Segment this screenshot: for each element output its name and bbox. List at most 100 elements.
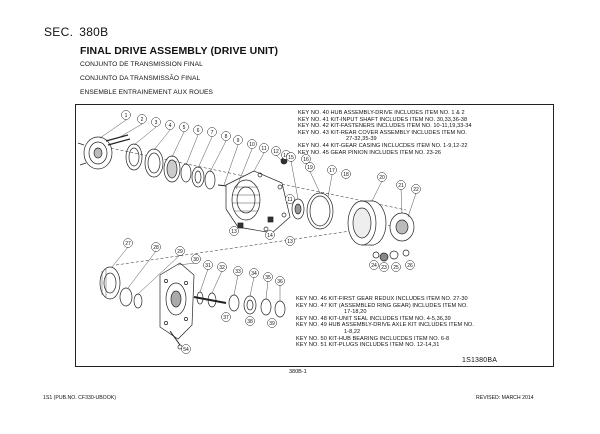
kit-line: KEY NO. 46 KIT-FIRST GEAR REDUX INCLUDES… bbox=[296, 296, 468, 302]
part-rear-cover bbox=[159, 262, 195, 340]
subtitle-spanish: CONJUNTO DE TRANSMISSION FINAL bbox=[80, 61, 203, 68]
callout-28: 28 bbox=[151, 242, 161, 252]
part-ring-gear bbox=[347, 200, 387, 246]
footer-revision-date: REVISED: MARCH 2014 bbox=[476, 395, 534, 401]
svg-text:20: 20 bbox=[379, 175, 385, 181]
callout-22: 22 bbox=[411, 184, 421, 194]
svg-text:28: 28 bbox=[153, 245, 159, 251]
svg-text:22: 22 bbox=[413, 187, 419, 193]
svg-text:13: 13 bbox=[231, 229, 237, 235]
svg-text:8: 8 bbox=[225, 134, 228, 140]
kit-line-continued: 17-18,20 bbox=[344, 309, 367, 316]
kit-line: KEY NO. 47 KIT (ASSEMBLED RING GEAR) INC… bbox=[296, 302, 468, 309]
svg-text:31: 31 bbox=[205, 263, 211, 269]
svg-text:11: 11 bbox=[287, 197, 292, 203]
svg-text:29: 29 bbox=[177, 249, 183, 255]
section-prefix: SEC. bbox=[44, 25, 74, 39]
svg-text:11: 11 bbox=[261, 146, 266, 152]
kit-line: KEY NO. 43 KIT-REAR COVER ASSEMBLY INCLU… bbox=[298, 129, 467, 136]
part-stud bbox=[105, 134, 131, 146]
callout-5: 5 bbox=[179, 122, 189, 132]
svg-text:19: 19 bbox=[307, 165, 313, 171]
callout-21: 21 bbox=[396, 180, 406, 190]
part-ring-gear-components bbox=[291, 192, 334, 230]
kit-line: KEY NO. 40 HUB ASSEMBLY-DRIVE INCLUDES I… bbox=[298, 110, 465, 116]
callout-36: 36 bbox=[275, 276, 285, 286]
kit-line-continued: 27-32,35-39 bbox=[346, 136, 377, 143]
callout-38: 38 bbox=[245, 316, 255, 326]
kit-line-continued: 1-8,22 bbox=[344, 328, 361, 335]
svg-text:13: 13 bbox=[287, 239, 293, 245]
callout-2: 2 bbox=[137, 114, 147, 124]
part-seals-and-bearings bbox=[125, 143, 216, 190]
svg-text:16: 16 bbox=[303, 157, 309, 163]
callout-15: 15 bbox=[286, 152, 296, 162]
svg-text:5: 5 bbox=[183, 125, 186, 131]
svg-text:3: 3 bbox=[155, 120, 158, 126]
callout-34: 34 bbox=[249, 268, 259, 278]
svg-text:36: 36 bbox=[277, 279, 283, 285]
callout-14-b: 14 bbox=[265, 230, 275, 240]
kit-line: KEY NO. 49 HUB ASSEMBLY-DRIVE AXLE KIT I… bbox=[296, 322, 474, 329]
callout-30: 30 bbox=[191, 254, 201, 264]
page-identifier: 380B-1 bbox=[289, 369, 307, 375]
svg-text:32: 32 bbox=[219, 265, 225, 271]
subtitle-portuguese: CONJUNTO DA TRANSMISSÃO FINAL bbox=[80, 75, 201, 82]
callout-11-b: 11 bbox=[285, 194, 295, 204]
kit-line: KEY NO. 44 KIT-GEAR CASING INCLUCDES ITE… bbox=[298, 142, 468, 149]
callout-32: 32 bbox=[217, 262, 227, 272]
callout-4: 4 bbox=[165, 120, 175, 130]
svg-text:18: 18 bbox=[343, 172, 349, 178]
svg-text:35: 35 bbox=[265, 275, 271, 281]
svg-text:4: 4 bbox=[169, 123, 172, 129]
callout-13-b: 13 bbox=[285, 236, 295, 246]
subtitle-french: ENSEMBLE ENTRAINEMENT AUX ROUES bbox=[80, 89, 214, 96]
kit-line: KEY NO. 41 KIT-INPUT SHAFT INCLUDES ITEM… bbox=[298, 116, 468, 123]
svg-text:24: 24 bbox=[371, 263, 377, 269]
svg-text:37: 37 bbox=[223, 315, 229, 321]
footer-publication: 1S1 (PUB.NO. CF330-UBOOK) bbox=[43, 395, 116, 401]
page-title: FINAL DRIVE ASSEMBLY (DRIVE UNIT) bbox=[80, 45, 279, 57]
svg-text:54: 54 bbox=[183, 347, 189, 353]
kit-list-top: KEY NO. 40 HUB ASSEMBLY-DRIVE INCLUDES I… bbox=[298, 110, 472, 156]
callout-3: 3 bbox=[151, 117, 161, 127]
kit-line: KEY NO. 51 KIT-PLUGS INCLUDES ITEM NO. 1… bbox=[296, 342, 440, 349]
callout-23: 23 bbox=[379, 262, 389, 272]
svg-text:38: 38 bbox=[247, 319, 253, 325]
svg-text:15: 15 bbox=[288, 155, 294, 161]
callout-17: 17 bbox=[327, 165, 337, 175]
callout-54: 54 bbox=[181, 344, 191, 354]
svg-text:33: 33 bbox=[235, 269, 241, 275]
callout-1: 1 bbox=[121, 110, 131, 120]
svg-text:26: 26 bbox=[407, 263, 413, 269]
svg-text:39: 39 bbox=[269, 321, 275, 327]
section-number: 380B bbox=[79, 25, 109, 39]
svg-text:9: 9 bbox=[237, 138, 240, 144]
callout-6: 6 bbox=[193, 125, 203, 135]
svg-text:2: 2 bbox=[141, 117, 144, 123]
svg-text:23: 23 bbox=[381, 265, 387, 271]
svg-text:12: 12 bbox=[273, 149, 279, 155]
svg-text:7: 7 bbox=[211, 130, 214, 136]
svg-text:34: 34 bbox=[251, 271, 257, 277]
callout-26: 26 bbox=[405, 260, 415, 270]
figure-code: 1S1380BA bbox=[462, 357, 498, 364]
callout-39: 39 bbox=[267, 318, 277, 328]
part-gear-casing bbox=[225, 170, 291, 234]
kit-line: KEY NO. 50 KIT-HUB BEARING INCLUCDES ITE… bbox=[296, 335, 450, 342]
callout-18: 18 bbox=[341, 169, 351, 179]
callout-12: 12 bbox=[271, 146, 281, 156]
svg-text:17: 17 bbox=[329, 168, 335, 174]
callout-11: 11 bbox=[259, 143, 269, 153]
part-shaft-seals bbox=[228, 294, 286, 318]
svg-text:10: 10 bbox=[249, 142, 255, 148]
callout-7: 7 bbox=[207, 127, 217, 137]
part-first-gear bbox=[99, 266, 143, 309]
callout-10: 10 bbox=[247, 139, 257, 149]
svg-text:27: 27 bbox=[125, 241, 131, 247]
callout-9: 9 bbox=[233, 135, 243, 145]
svg-text:14: 14 bbox=[283, 153, 289, 159]
callout-24: 24 bbox=[369, 260, 379, 270]
section-label: SEC. 380B bbox=[44, 25, 108, 39]
callout-19: 19 bbox=[305, 162, 315, 172]
